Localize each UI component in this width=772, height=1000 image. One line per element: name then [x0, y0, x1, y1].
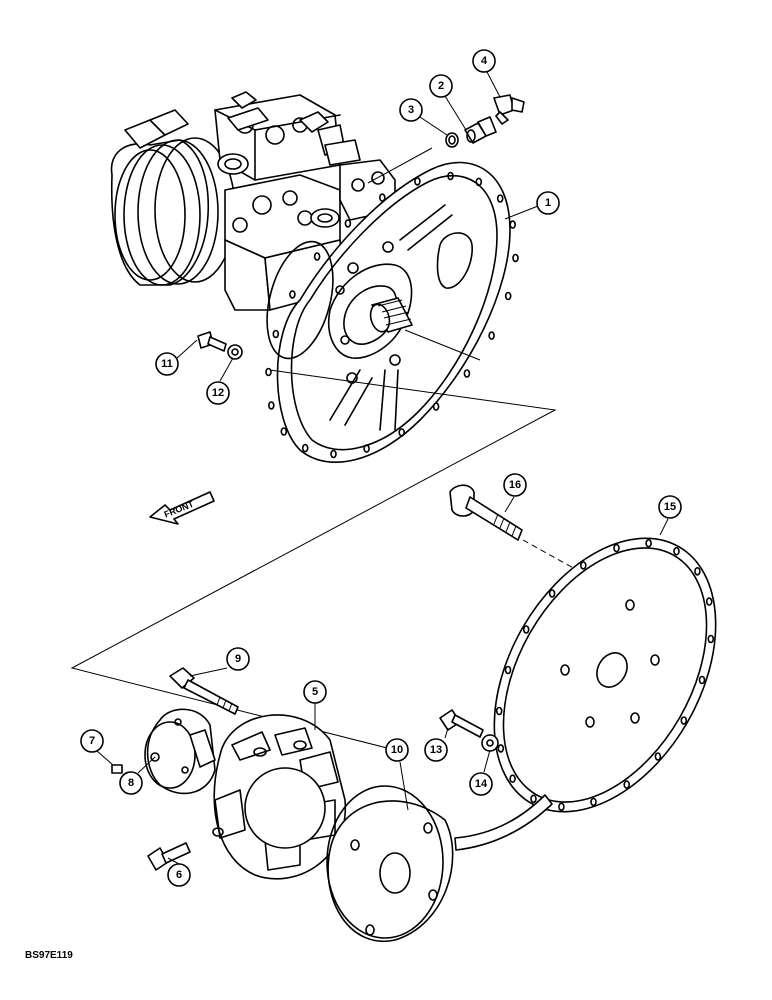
- svg-text:6: 6: [176, 869, 182, 881]
- rubber-coupling-part: [212, 714, 346, 880]
- coupling-hub-part: [144, 708, 216, 795]
- adapter-fitting-part: [464, 116, 497, 144]
- bolt-hole: [522, 625, 530, 634]
- svg-text:8: 8: [128, 777, 134, 789]
- bolt-hole: [272, 329, 280, 339]
- set-screw-part: [111, 764, 123, 774]
- svg-text:15: 15: [664, 501, 676, 513]
- svg-text:10: 10: [391, 744, 403, 756]
- svg-text:5: 5: [312, 686, 318, 698]
- callout-3: 3: [399, 98, 423, 122]
- bolt-hole: [512, 253, 519, 263]
- svg-text:14: 14: [475, 778, 488, 790]
- front-direction-arrow: FRONT: [149, 491, 215, 525]
- bolt-hole: [414, 177, 421, 186]
- bolt-hole: [495, 706, 503, 716]
- o-ring-part: [445, 132, 459, 148]
- bolt-hole: [698, 675, 706, 685]
- washer-14-part: [481, 734, 499, 752]
- svg-text:1: 1: [545, 197, 551, 209]
- flange-housing: [265, 161, 519, 463]
- bolt-hole: [344, 219, 352, 228]
- callout-15: 15: [658, 495, 682, 519]
- callout-11: 11: [155, 352, 179, 376]
- bolt-hole: [301, 443, 309, 453]
- figure-id-label: BS97E119: [25, 950, 73, 961]
- callout-7: 7: [80, 729, 104, 753]
- callout-13: 13: [424, 738, 448, 762]
- plate-bolt-holes: [495, 538, 715, 812]
- bolt-hole: [504, 665, 512, 675]
- svg-text:12: 12: [212, 387, 224, 399]
- svg-text:7: 7: [89, 735, 95, 747]
- washer-12-part: [227, 344, 243, 360]
- bolt-hole: [548, 589, 556, 598]
- svg-text:16: 16: [509, 479, 521, 491]
- bolt-hole: [558, 802, 565, 812]
- svg-text:11: 11: [161, 358, 173, 370]
- bolt-hole: [654, 752, 662, 761]
- bolt-hole: [488, 331, 495, 340]
- cap-screw-9-part: [169, 667, 239, 715]
- hydraulic-pump-assembly: [110, 91, 396, 311]
- bolt-hole: [509, 220, 517, 229]
- bolt-hole: [530, 794, 537, 804]
- callout-4: 4: [472, 49, 496, 73]
- bolt-hole: [497, 744, 505, 753]
- bolt-hole: [363, 444, 370, 453]
- bolt-hole: [673, 546, 680, 556]
- bolt-hole: [590, 797, 597, 807]
- callout-14: 14: [469, 772, 493, 796]
- svg-text:3: 3: [408, 104, 414, 116]
- flywheel-plate: [454, 537, 717, 851]
- bolt-hole: [680, 716, 688, 725]
- bolt-hole: [378, 193, 386, 202]
- callout-8: 8: [119, 771, 143, 795]
- bolt-hole: [267, 401, 275, 410]
- bolt-hole: [613, 543, 620, 553]
- bolt-hole: [289, 290, 296, 299]
- bolt-hole: [504, 291, 512, 301]
- bolt-hole: [265, 367, 272, 377]
- callout-16: 16: [503, 473, 527, 497]
- callout-1: 1: [536, 191, 560, 215]
- callout-10: 10: [385, 738, 409, 762]
- cap-screw-6-part: [147, 842, 191, 871]
- bolt-hole: [398, 428, 406, 437]
- svg-text:9: 9: [235, 653, 241, 665]
- bolt-hole: [432, 402, 440, 411]
- svg-text:2: 2: [438, 80, 444, 92]
- bolt-hole: [447, 171, 454, 181]
- bolt-hole: [645, 538, 652, 548]
- bolt-hole: [707, 634, 715, 644]
- bolt-hole: [579, 561, 587, 570]
- bolt-hole: [475, 177, 483, 187]
- bolt-hole: [330, 449, 337, 459]
- bolt-hole: [496, 194, 504, 203]
- callout-2: 2: [429, 74, 453, 98]
- cap-screw-16-part: [449, 484, 523, 541]
- svg-text:13: 13: [430, 744, 442, 756]
- flange-bolt-holes: [265, 171, 519, 459]
- coupling-disc-part: [326, 785, 454, 943]
- callout-12: 12: [206, 381, 230, 405]
- cap-screw-13-part: [439, 709, 484, 738]
- bolt-hole: [694, 566, 701, 576]
- bolt-hole: [463, 369, 471, 378]
- svg-text:4: 4: [481, 55, 488, 67]
- bolt-hole: [280, 427, 288, 436]
- elbow-fitting-part: [493, 94, 525, 125]
- bolt-hole: [313, 252, 321, 261]
- connector-line: [367, 147, 433, 184]
- callout-5: 5: [303, 680, 327, 704]
- callout-9: 9: [226, 647, 250, 671]
- callout-6: 6: [167, 863, 191, 887]
- cap-screw-11-part: [197, 331, 227, 352]
- bolt-hole: [623, 780, 631, 789]
- bolt-hole: [509, 774, 516, 784]
- bolt-hole: [705, 597, 713, 606]
- callout-leaders: [96, 71, 669, 865]
